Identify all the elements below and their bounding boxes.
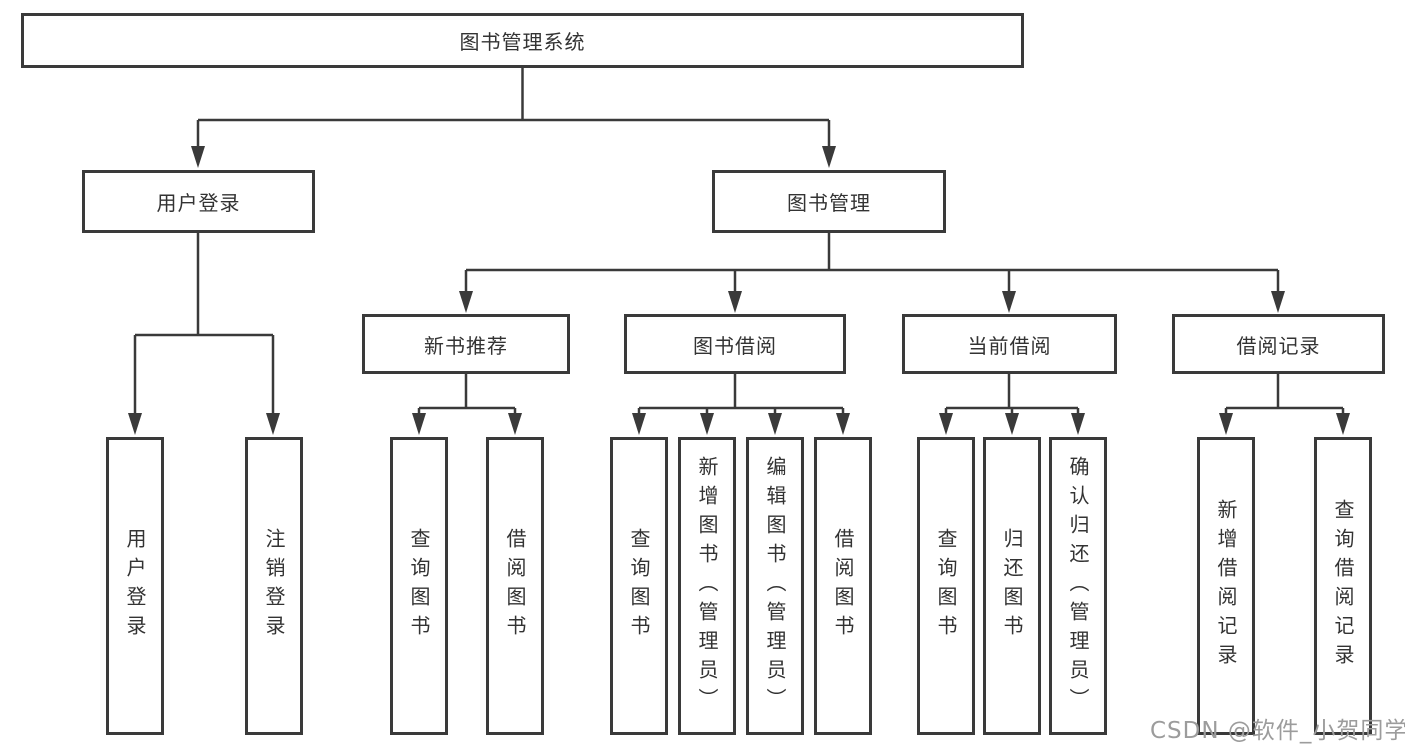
leaf-return-books: 归还图书: [983, 437, 1041, 735]
leaf-borrow-books-recommend: 借阅图书: [486, 437, 544, 735]
leaf-label: 注销登录: [262, 528, 286, 644]
node-label: 新书推荐: [424, 333, 508, 358]
node-borrow-records: 借阅记录: [1172, 314, 1385, 374]
node-new-book-recommend: 新书推荐: [362, 314, 570, 374]
leaf-add-borrow-record: 新增借阅记录: [1197, 437, 1255, 735]
node-book-management: 图书管理: [712, 170, 946, 233]
connector-root-to-level2: [191, 68, 836, 168]
connector-management-to-level3: [459, 233, 1285, 313]
connector-current-borrow-leaves: [939, 374, 1085, 435]
leaf-logout: 注销登录: [245, 437, 303, 735]
csdn-watermark: CSDN @软件_小贺同学: [1150, 718, 1405, 744]
leaf-confirm-return-admin: 确认归还（管理员）: [1049, 437, 1107, 735]
leaf-add-books-admin: 新增图书（管理员）: [678, 437, 736, 735]
leaf-query-books-recommend: 查询图书: [390, 437, 448, 735]
leaf-label: 确认归还（管理员）: [1066, 455, 1090, 717]
node-label: 当前借阅: [967, 333, 1052, 358]
leaf-user-login: 用户登录: [106, 437, 164, 735]
node-user-login: 用户登录: [82, 170, 315, 233]
node-label: 图书管理: [787, 191, 871, 215]
leaf-label: 用户登录: [123, 528, 147, 644]
leaf-label: 查询图书: [407, 528, 431, 644]
leaf-query-books-borrow: 查询图书: [610, 437, 668, 735]
leaf-label: 新增借阅记录: [1214, 499, 1238, 673]
connector-new-book-leaves: [412, 374, 522, 435]
leaf-label: 查询图书: [627, 528, 651, 644]
node-label: 用户登录: [156, 191, 241, 215]
leaf-label: 查询借阅记录: [1331, 499, 1355, 673]
connector-borrow-record-leaves: [1219, 374, 1350, 435]
leaf-query-books-current: 查询图书: [917, 437, 975, 735]
node-library-management-system: 图书管理系统: [21, 13, 1024, 68]
connector-book-borrow-leaves: [632, 374, 850, 435]
leaf-label: 新增图书（管理员）: [695, 455, 719, 717]
node-book-borrow: 图书借阅: [624, 314, 846, 374]
leaf-label: 查询图书: [934, 528, 958, 644]
leaf-label: 借阅图书: [831, 528, 855, 644]
connector-user-login-leaves: [128, 233, 280, 435]
node-label: 借阅记录: [1236, 333, 1321, 358]
leaf-query-borrow-record: 查询借阅记录: [1314, 437, 1372, 735]
leaf-label: 归还图书: [1000, 528, 1024, 644]
node-current-borrow: 当前借阅: [902, 314, 1117, 374]
node-label: 图书管理系统: [459, 30, 586, 54]
node-label: 图书借阅: [693, 333, 777, 358]
leaf-label: 编辑图书（管理员）: [763, 455, 787, 717]
leaf-borrow-books: 借阅图书: [814, 437, 872, 735]
leaf-label: 借阅图书: [503, 528, 527, 644]
leaf-edit-books-admin: 编辑图书（管理员）: [746, 437, 804, 735]
